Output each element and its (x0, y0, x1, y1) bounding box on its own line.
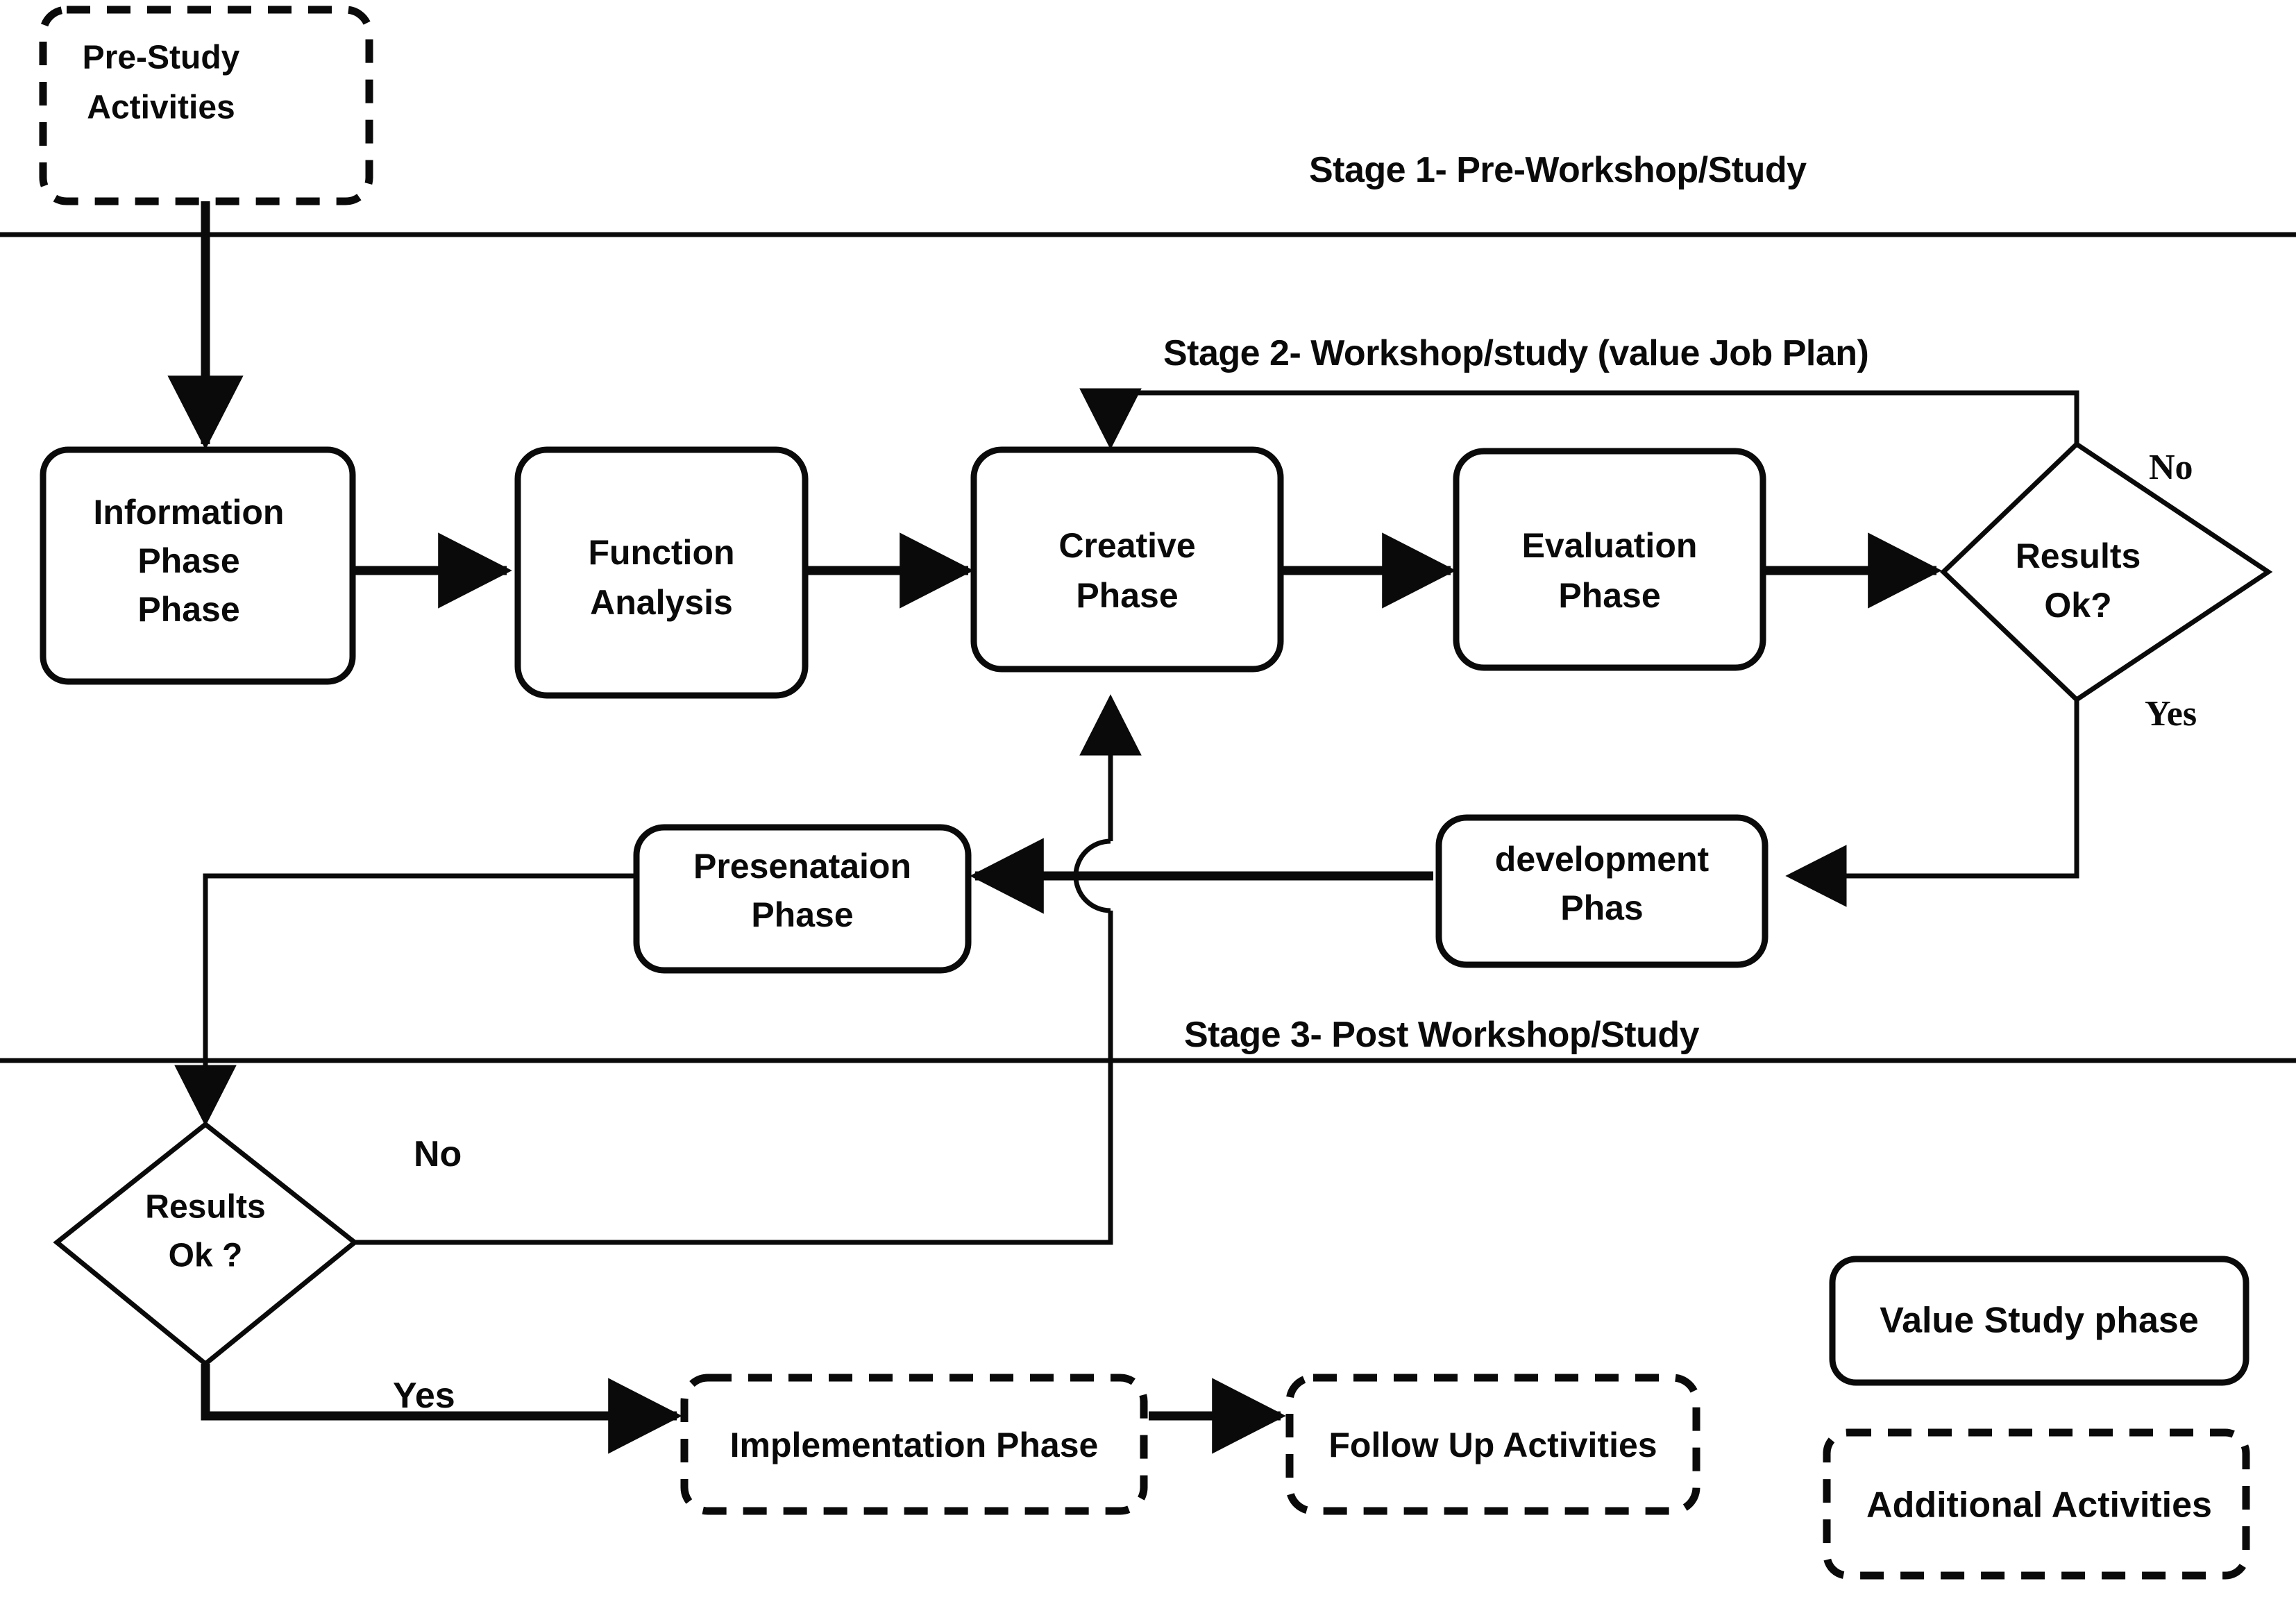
presentation-phase-label-line2: Phase (751, 895, 853, 934)
branch-label-bottom-no: No (414, 1134, 462, 1174)
legend-solid-label: Value Study phase (1880, 1301, 2199, 1341)
follow-up-activities-label: Follow Up Activities (1328, 1426, 1657, 1464)
legend-dashed-label: Additional Activities (1866, 1485, 2212, 1526)
information-phase-label-line3: Phase (137, 590, 239, 629)
development-phase-label-line2: Phas (1560, 888, 1644, 927)
node-information-phase[interactable]: Information Phase Phase (40, 446, 356, 685)
line-jump-hop (1073, 838, 1111, 913)
information-phase-label-line2: Phase (137, 541, 239, 580)
node-evaluation-phase[interactable]: Evaluation Phase (1453, 448, 1766, 671)
results-ok-bottom-label-line2: Ok ? (169, 1238, 243, 1274)
stage3-label: Stage 3- Post Workshop/Study (1184, 1015, 1700, 1055)
pre-study-shape (39, 6, 373, 205)
node-function-analysis[interactable]: Function Analysis (514, 446, 809, 699)
results-ok-top-label-line1: Results (2016, 537, 2141, 575)
node-presentation-phase[interactable]: Presenataion Phase (633, 824, 972, 974)
branch-label-bottom-yes: Yes (393, 1376, 455, 1416)
pre-study-label-line2: Activities (87, 90, 235, 126)
results-ok-bottom-label-line1: Results (145, 1189, 265, 1226)
development-phase-label-line1: development (1495, 840, 1710, 879)
evaluation-phase-label-line2: Phase (1558, 576, 1660, 615)
connector-results-top-yes-to-development (1785, 700, 2079, 907)
stage2-label: Stage 2- Workshop/study (value Job Plan) (1163, 333, 1868, 373)
branch-label-top-yes: Yes (2145, 694, 2197, 734)
node-pre-study[interactable]: Pre-Study Activities (39, 6, 373, 205)
evaluation-phase-label-line1: Evaluation (1522, 526, 1698, 565)
legend-value-study-phase: Value Study phase (1829, 1256, 2249, 1386)
pre-study-label-line1: Pre-Study (83, 40, 240, 76)
connector-results-top-no-to-creative (1079, 388, 2079, 450)
node-creative-phase[interactable]: Creative Phase (970, 446, 1284, 673)
implementation-phase-label: Implementation Phase (730, 1426, 1099, 1464)
function-analysis-label-line2: Analysis (590, 583, 733, 622)
branch-label-top-no: No (2149, 448, 2193, 487)
node-results-ok-bottom[interactable]: Results Ok ? (53, 1121, 359, 1367)
evaluation-phase-shape (1453, 448, 1766, 671)
results-ok-bottom-shape (53, 1121, 359, 1367)
stage1-label: Stage 1- Pre-Workshop/Study (1309, 150, 1807, 190)
connector-results-bottom-no-up (355, 911, 1113, 1245)
connector-results-bottom-yes-to-implementation (201, 1364, 682, 1454)
information-phase-label-line1: Information (94, 493, 285, 532)
implementation-phase-shape (680, 1374, 1148, 1515)
connector-presentation-to-results-bottom (174, 873, 635, 1126)
node-follow-up-activities[interactable]: Follow Up Activities (1285, 1374, 1700, 1515)
function-analysis-label-line1: Function (588, 533, 734, 572)
creative-phase-label-line1: Creative (1058, 526, 1195, 565)
information-phase-shape (40, 446, 356, 685)
legend-dashed-shape (1823, 1428, 2250, 1580)
legend-additional-activities: Additional Activities (1823, 1428, 2250, 1580)
creative-phase-label-line2: Phase (1076, 576, 1178, 615)
presentation-phase-shape (633, 824, 972, 974)
node-implementation-phase[interactable]: Implementation Phase (680, 1374, 1148, 1515)
results-ok-top-shape (1939, 441, 2273, 703)
presentation-phase-label-line1: Presenataion (693, 847, 911, 886)
legend-solid-shape (1829, 1256, 2249, 1386)
node-results-ok-top[interactable]: Results Ok? (1939, 441, 2273, 703)
development-phase-shape (1435, 814, 1769, 968)
node-development-phase[interactable]: development Phas (1435, 814, 1769, 968)
follow-up-activities-shape (1285, 1374, 1700, 1515)
results-ok-top-label-line2: Ok? (2044, 586, 2111, 625)
function-analysis-shape (514, 446, 809, 699)
creative-phase-shape (970, 446, 1284, 673)
